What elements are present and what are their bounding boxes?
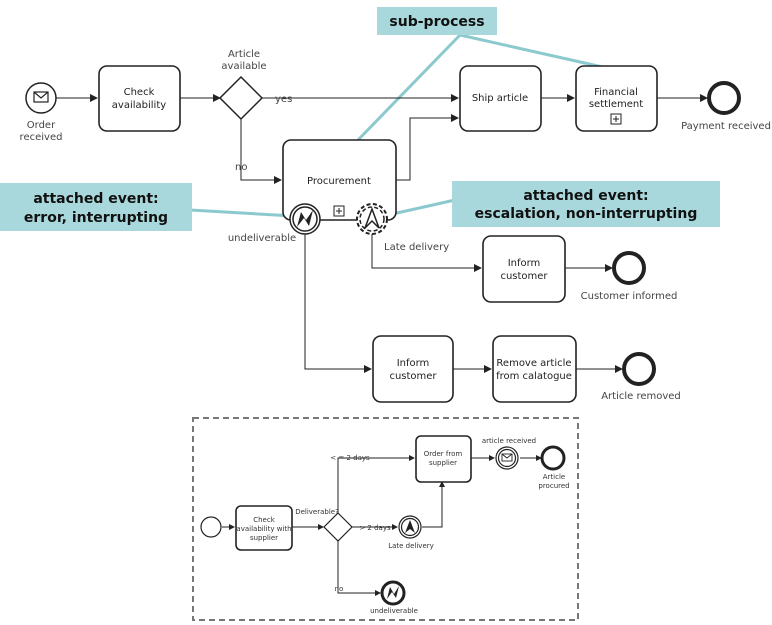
article-available-label-2: available — [221, 61, 266, 72]
end-event-article-removed[interactable] — [622, 352, 656, 386]
detail-no-label: no — [335, 585, 344, 593]
expand-marker-icon — [333, 205, 345, 217]
callout-error-line-1: attached event: — [33, 191, 158, 207]
callout-subprocess: sub-process — [377, 7, 497, 35]
procurement-label: Procurement — [307, 176, 371, 187]
detail-flows — [222, 455, 542, 596]
detail-end-event-article-procured[interactable] — [540, 445, 566, 471]
le-2-days-label: < = 2 days — [330, 454, 370, 462]
detail-undeliverable-label: undeliverable — [370, 607, 418, 615]
detail-task-check-supplier[interactable]: Check availability with supplier — [235, 505, 293, 551]
article-procured-label-1: Article — [543, 473, 565, 481]
deliverable-label: Deliverable? — [295, 508, 339, 516]
check-supplier-label-3: supplier — [250, 534, 278, 542]
subprocess-financial-settlement[interactable]: Financial settlement — [575, 65, 658, 132]
no-label: no — [235, 162, 247, 173]
financial-settlement-label-2: settlement — [589, 99, 643, 110]
task-ship-article[interactable]: Ship article — [459, 65, 542, 132]
detail-escalation-throw-event[interactable] — [398, 515, 422, 539]
order-supplier-label-1: Order from — [424, 450, 463, 458]
detail-message-catch-event[interactable] — [495, 446, 519, 470]
order-received-label-1: Order — [27, 120, 56, 131]
gt-2-days-label: > 2 days — [359, 524, 391, 532]
task-inform-customer-a[interactable]: Inform customer — [482, 235, 566, 303]
envelope-icon — [501, 453, 513, 462]
envelope-icon — [33, 91, 49, 103]
error-bolt-icon — [297, 210, 313, 227]
callout-escalation: attached event: escalation, non-interrup… — [452, 181, 720, 227]
callout-escalation-line-2: escalation, non-interrupting — [475, 206, 698, 222]
escalation-arrow-icon — [364, 206, 380, 229]
undeliverable-label: undeliverable — [228, 233, 296, 244]
article-received-label: article received — [482, 437, 536, 445]
boundary-escalation-event[interactable] — [356, 203, 388, 235]
boundary-error-event[interactable] — [289, 203, 321, 235]
sequence-flows — [56, 94, 708, 373]
task-remove-article[interactable]: Remove article from calatogue — [492, 335, 577, 403]
inform-customer-a-label-1: Inform — [508, 258, 541, 269]
check-availability-label-2: availability — [112, 100, 166, 111]
callout-error-line-2: error, interrupting — [24, 210, 168, 226]
callout-error: attached event: error, interrupting — [0, 183, 192, 231]
inform-customer-a-label-2: customer — [500, 271, 548, 282]
inform-customer-b-label-1: Inform — [397, 358, 430, 369]
article-removed-label: Article removed — [601, 391, 681, 402]
financial-settlement-label-1: Financial — [594, 87, 638, 98]
check-availability-label-1: Check — [124, 87, 155, 98]
article-available-label-1: Article — [228, 49, 260, 60]
remove-article-label-2: from calatogue — [496, 371, 572, 382]
error-bolt-icon — [387, 586, 399, 599]
detail-late-delivery-label: Late delivery — [388, 542, 434, 550]
payment-received-label: Payment received — [681, 121, 771, 132]
check-supplier-label-2: availability with — [236, 525, 291, 533]
order-received-label-2: received — [20, 132, 63, 143]
detail-error-end-event[interactable] — [380, 580, 406, 606]
end-event-payment-received[interactable] — [707, 81, 741, 115]
article-procured-label-2: procured — [538, 482, 569, 490]
detail-gateway-deliverable[interactable] — [323, 512, 353, 542]
yes-label: yes — [275, 94, 292, 105]
order-supplier-label-2: supplier — [429, 459, 457, 467]
remove-article-label-1: Remove article — [496, 358, 571, 369]
check-supplier-label-1: Check — [253, 516, 275, 524]
inform-customer-b-label-2: customer — [389, 371, 437, 382]
subprocess-procurement[interactable]: Procurement — [282, 139, 397, 221]
end-event-customer-informed[interactable] — [612, 251, 646, 285]
callout-subprocess-text: sub-process — [389, 14, 484, 30]
ship-article-label: Ship article — [472, 93, 528, 104]
callout-escalation-line-1: attached event: — [523, 188, 648, 204]
customer-informed-label: Customer informed — [581, 291, 678, 302]
task-inform-customer-b[interactable]: Inform customer — [372, 335, 454, 403]
escalation-arrow-icon — [405, 520, 415, 533]
expand-marker-icon — [610, 113, 622, 125]
late-delivery-label: Late delivery — [384, 242, 449, 253]
procurement-detail-panel: Check availability with supplier Deliver… — [192, 417, 579, 621]
gateway-article-available[interactable] — [218, 75, 264, 121]
detail-task-order-supplier[interactable]: Order from supplier — [415, 435, 472, 483]
task-check-availability[interactable]: Check availability — [98, 65, 181, 132]
start-event-order-received[interactable] — [25, 82, 57, 114]
callout-connectors — [189, 33, 608, 218]
detail-start-event[interactable] — [200, 516, 222, 538]
